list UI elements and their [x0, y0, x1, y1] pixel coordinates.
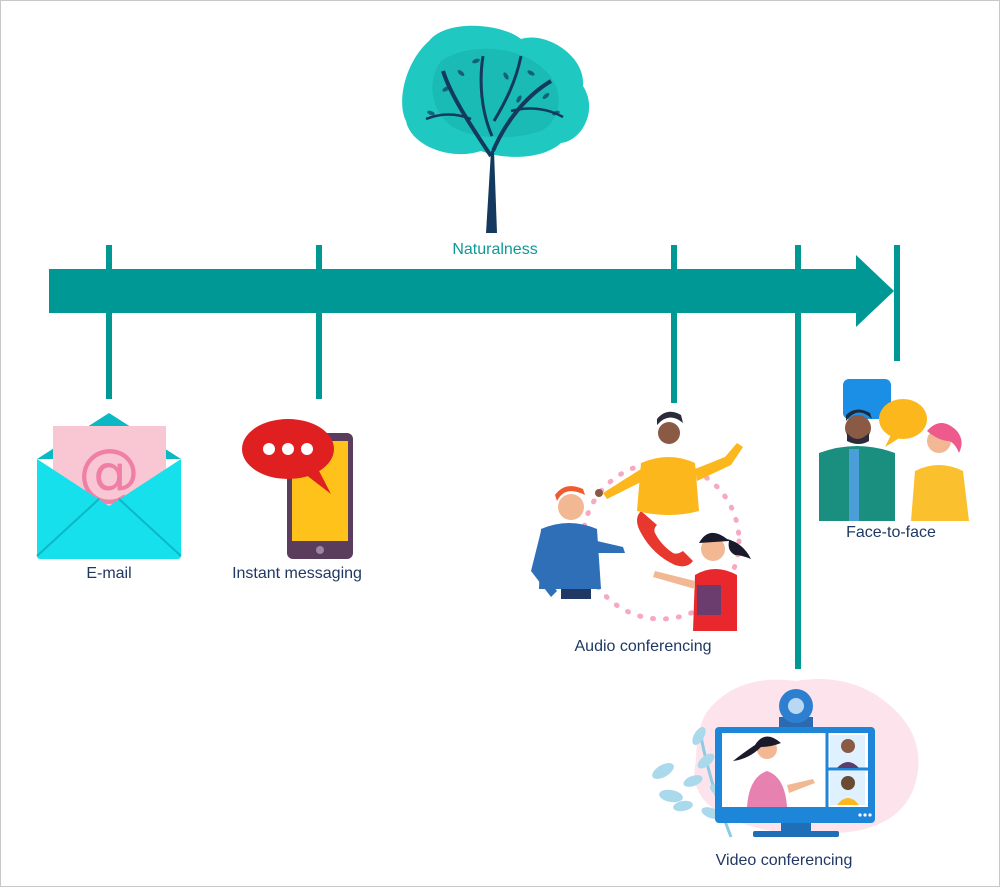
axis-label: Naturalness [452, 241, 538, 258]
stage-label-im: Instant messaging [232, 565, 362, 582]
stage-label-video: Video conferencing [715, 852, 853, 869]
face-to-face-people-icon [819, 379, 969, 521]
audio-conference-people-icon [531, 411, 751, 631]
naturalness-axis-arrow [49, 255, 894, 327]
smartphone-chat-icon [242, 419, 353, 559]
stage-label-email: E-mail [86, 565, 132, 582]
email-envelope-icon: @ [36, 413, 182, 559]
stage-ticks [106, 245, 900, 669]
stage-label-audio: Audio conferencing [574, 638, 712, 655]
video-conference-monitor-icon [652, 679, 919, 838]
stage-label-f2f: Face-to-face [846, 524, 936, 541]
tree-icon [402, 25, 590, 233]
